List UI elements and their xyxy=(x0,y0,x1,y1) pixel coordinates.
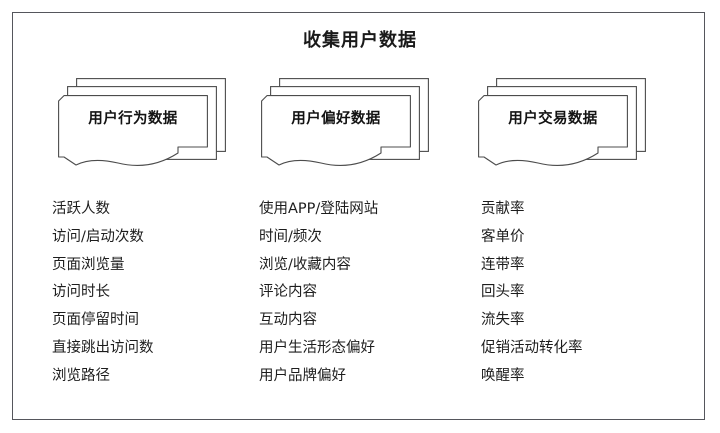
list-item: 唤醒率 xyxy=(481,367,525,384)
page-title: 收集用户数据 xyxy=(303,30,417,51)
list-item: 用户生活形态偏好 xyxy=(259,339,375,356)
list-item: 客单价 xyxy=(481,228,525,245)
item-list-user-transaction: 贡献率 客单价 连带率 回头率 流失率 促销活动转化率 唤醒率 xyxy=(481,196,583,391)
list-item: 回头率 xyxy=(481,284,525,301)
card-label-user-behavior: 用户行为数据 xyxy=(88,111,178,127)
item-list-user-behavior: 活跃人数 访问/启动次数 页面浏览量 访问时长 页面停留时间 直接跳出访问数 浏… xyxy=(52,196,154,391)
list-item: 浏览/收藏内容 xyxy=(259,256,351,273)
list-item: 直接跳出访问数 xyxy=(52,339,154,356)
list-item: 互动内容 xyxy=(259,312,317,329)
list-item: 活跃人数 xyxy=(52,201,110,217)
list-item: 访问时长 xyxy=(52,284,110,301)
card-group-user-behavior[interactable]: 用户行为数据 xyxy=(58,78,238,173)
list-item: 页面浏览量 xyxy=(52,256,125,273)
card-group-user-transaction[interactable]: 用户交易数据 xyxy=(478,78,658,173)
card-sheet-front xyxy=(478,95,628,169)
list-item: 流失率 xyxy=(481,312,525,329)
card-label-user-preference: 用户偏好数据 xyxy=(291,111,381,127)
card-group-user-preference[interactable]: 用户偏好数据 xyxy=(261,78,441,173)
list-item: 时间/频次 xyxy=(259,228,322,245)
card-label-user-transaction: 用户交易数据 xyxy=(508,111,598,127)
list-item: 评论内容 xyxy=(259,284,317,301)
list-item: 页面停留时间 xyxy=(52,312,139,329)
list-item: 连带率 xyxy=(481,256,525,273)
card-sheet-front xyxy=(58,95,208,169)
list-item: 访问/启动次数 xyxy=(52,228,144,245)
list-item: 使用APP/登陆网站 xyxy=(259,201,379,217)
list-item: 促销活动转化率 xyxy=(481,339,583,356)
item-list-user-preference: 使用APP/登陆网站 时间/频次 浏览/收藏内容 评论内容 互动内容 用户生活形… xyxy=(259,196,378,391)
card-sheet-front xyxy=(261,95,411,169)
list-item: 贡献率 xyxy=(481,201,525,217)
list-item: 浏览路径 xyxy=(52,367,110,384)
list-item: 用户品牌偏好 xyxy=(259,367,346,384)
